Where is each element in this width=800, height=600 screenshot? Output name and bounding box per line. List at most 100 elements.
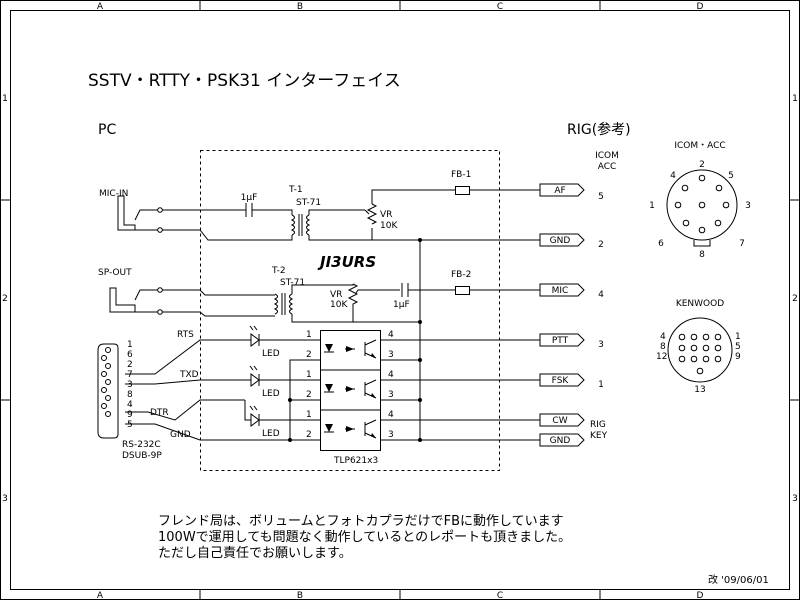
icom-pin: 6 [658, 239, 664, 249]
opto-pin: 1 [306, 370, 312, 380]
col-label-d: D [697, 2, 704, 12]
vr2-value: 10K [330, 300, 348, 310]
kenwood-pin: 4 [660, 332, 666, 342]
sp-out-jack [109, 287, 160, 313]
tlp-label: TLP621x3 [333, 456, 378, 466]
row-label-3-right: 3 [792, 494, 798, 504]
kenwood-pin: 8 [660, 342, 666, 352]
dsub-pin-numbers: 1 6 2 7 3 8 4 9 5 [127, 340, 133, 430]
dsub-pin-label: 6 [127, 350, 133, 360]
note-line: ただし自己責任でお願いします。 [158, 546, 352, 561]
rs232c-label: RS-232C [122, 440, 161, 450]
col-label-c-bottom: C [497, 591, 503, 600]
row-label-1: 1 [2, 94, 8, 104]
fb1-label: FB-1 [451, 170, 471, 180]
t2-label: T-2 [271, 266, 286, 276]
output-gnd: GND [550, 236, 571, 246]
col-label-a: A [97, 2, 104, 12]
output-mic: MIC [552, 286, 569, 296]
col-label-d-bottom: D [697, 591, 704, 600]
row-label-1-right: 1 [792, 94, 798, 104]
interface-box [200, 150, 500, 471]
optocoupler-array [320, 330, 381, 451]
acc-pin-column: 5 2 4 3 1 [598, 192, 604, 390]
dsub-pin-label: 5 [127, 420, 133, 430]
dsub-pin-label: 2 [127, 360, 133, 370]
vr2 [347, 283, 400, 314]
cap1-label: 1μF [241, 193, 258, 203]
t1-label: T-1 [288, 185, 303, 195]
acc-header-1: ICOM [595, 151, 619, 161]
cap2 [401, 283, 455, 297]
opto-pin: 4 [388, 330, 394, 340]
icom-pin: 8 [699, 250, 705, 260]
icom-pin: 4 [670, 171, 676, 181]
callsign: JI3URS [317, 253, 376, 271]
opto-pin: 2 [306, 350, 312, 360]
opto-pin: 3 [388, 430, 394, 440]
cap1 [243, 203, 257, 217]
acc-pin: 3 [598, 340, 604, 350]
opto-pin: 1 [306, 410, 312, 420]
led-label: LED [262, 349, 280, 359]
opto-pin-numbers: 1 2 1 2 1 2 4 3 4 3 4 3 [306, 330, 394, 440]
rig-key-label-1: RIG [590, 420, 606, 430]
acc-pin: 5 [598, 192, 604, 202]
rig-label: RIG(参考) [567, 121, 631, 138]
col-label-b-bottom: B [297, 591, 303, 600]
kenwood-pin: 9 [735, 352, 741, 362]
dsub-connector [97, 343, 119, 439]
kenwood-pin: 1 [735, 332, 741, 342]
icom-pin: 3 [745, 201, 751, 211]
opto-pin: 1 [306, 330, 312, 340]
pc-label: PC [98, 122, 116, 138]
opto-pin: 3 [388, 390, 394, 400]
kenwood-title: KENWOOD [676, 299, 724, 309]
output-tags [539, 183, 585, 447]
cap2-label: 1μF [393, 300, 410, 310]
acc-pin: 1 [598, 380, 604, 390]
kenwood-pins: 4 8 12 1 5 9 13 [656, 332, 741, 395]
opto-pin: 2 [306, 430, 312, 440]
led-label: LED [262, 389, 280, 399]
transformer-t2 [273, 293, 294, 315]
row-label-2-right: 2 [792, 294, 798, 304]
kenwood-pin: 13 [694, 385, 705, 395]
opto-pin: 4 [388, 410, 394, 420]
row-label-2: 2 [2, 294, 8, 304]
vr1-value: 10K [380, 221, 398, 231]
opto-pin: 2 [306, 390, 312, 400]
transformer-t1 [290, 214, 311, 236]
notes: フレンド局は、ボリュームとフォトカプラだけでFBに動作しています 100Wで運用… [158, 514, 571, 561]
t1-type: ST-71 [296, 198, 321, 208]
note-line: フレンド局は、ボリュームとフォトカプラだけでFBに動作しています [158, 514, 564, 529]
t2-type: ST-71 [280, 278, 305, 288]
vr1-label: VR [380, 210, 392, 220]
kenwood-pin: 5 [735, 342, 741, 352]
dsub-pin-label: 1 [127, 340, 133, 350]
col-label-c: C [497, 2, 503, 12]
fb2-label: FB-2 [451, 270, 471, 280]
fb2 [455, 286, 470, 295]
col-label-a-bottom: A [97, 591, 104, 600]
page-title: SSTV・RTTY・PSK31 インターフェイス [88, 71, 401, 91]
kenwood-connector [667, 317, 733, 383]
icom-acc-title: ICOM・ACC [674, 141, 725, 151]
inner-frame [10, 10, 790, 590]
col-label-b: B [297, 2, 303, 12]
output-af: AF [554, 186, 565, 196]
rig-key-label-2: KEY [590, 431, 608, 441]
icom-acc-connector [666, 169, 738, 247]
output-gnd2: GND [550, 436, 571, 446]
signal-txd: TXD [179, 370, 199, 380]
signal-dtr: DTR [150, 408, 169, 418]
icom-acc-pins: 2 4 5 1 3 6 7 8 [649, 160, 751, 260]
acc-pin: 4 [598, 290, 604, 300]
vr1 [364, 189, 455, 240]
icom-pin: 1 [649, 201, 655, 211]
dsub-label: DSUB-9P [122, 451, 162, 461]
dsub-pin-label: 4 [127, 400, 133, 410]
